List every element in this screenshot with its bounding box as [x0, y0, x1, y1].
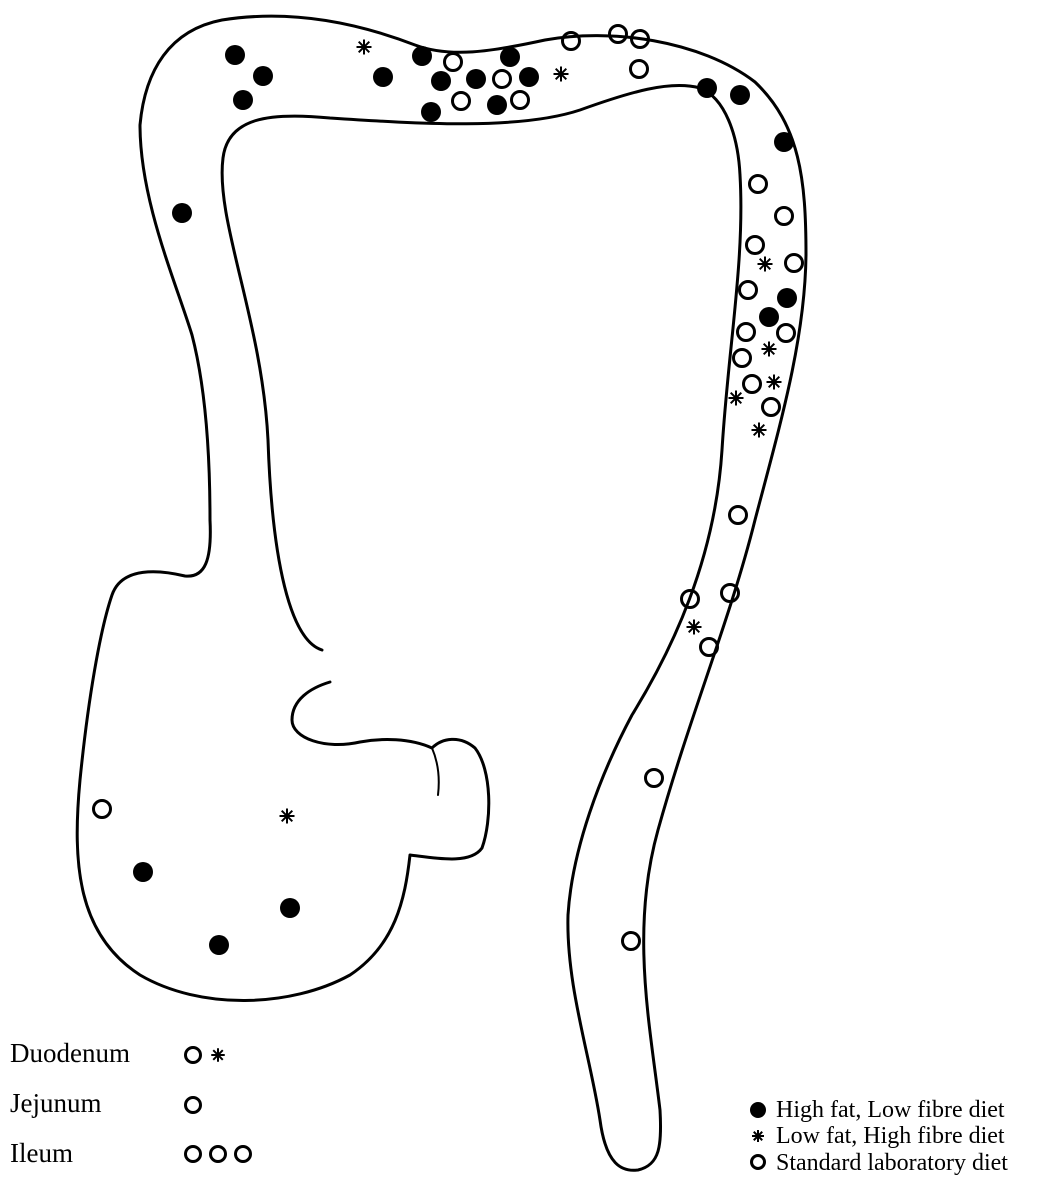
marker-standard-28 — [786, 255, 803, 272]
region-marker-duodenum-1 — [211, 1048, 225, 1062]
region-marker-ileum-2 — [236, 1147, 251, 1162]
marker-low-fat-high-fibre-34 — [762, 342, 777, 357]
marker-standard-29 — [740, 282, 757, 299]
marker-high-fat-low-fibre-5 — [412, 46, 432, 66]
marker-standard-15 — [512, 92, 529, 109]
marker-standard-18 — [610, 26, 627, 43]
marker-standard-25 — [776, 208, 793, 225]
marker-low-fat-high-fibre-37 — [767, 375, 782, 390]
marker-standard-33 — [778, 325, 795, 342]
marker-high-fat-low-fibre-30 — [777, 288, 797, 308]
region-marker-ileum-0 — [186, 1147, 201, 1162]
marker-high-fat-low-fibre-31 — [759, 307, 779, 327]
region-marker-duodenum-0 — [186, 1048, 201, 1063]
marker-high-fat-low-fibre-4 — [373, 67, 393, 87]
marker-high-fat-low-fibre-41 — [172, 203, 192, 223]
intestine-fold-line — [432, 748, 439, 795]
marker-high-fat-low-fibre-2 — [233, 90, 253, 110]
legend-label-low-fat-high-fibre: Low fat, High fibre diet — [776, 1123, 1005, 1149]
region-label-ileum: Ileum — [10, 1138, 73, 1168]
marker-high-fat-low-fibre-22 — [730, 85, 750, 105]
marker-high-fat-low-fibre-10 — [500, 47, 520, 67]
region-label-duodenum: Duodenum — [10, 1038, 130, 1068]
marker-low-fat-high-fibre-27 — [758, 257, 773, 272]
marker-low-fat-high-fibre-45 — [687, 620, 702, 635]
marker-low-fat-high-fibre-50 — [280, 809, 295, 824]
marker-standard-46 — [701, 639, 718, 656]
marker-standard-26 — [747, 237, 764, 254]
marker-standard-32 — [738, 324, 755, 341]
marker-standard-9 — [494, 71, 511, 88]
marker-standard-6 — [445, 54, 462, 71]
marker-low-fat-high-fibre-3 — [357, 40, 372, 55]
legend-marker-standard — [752, 1156, 765, 1169]
region-marker-layer — [186, 1048, 251, 1162]
marker-high-fat-low-fibre-21 — [697, 78, 717, 98]
legend-marker-layer — [750, 1102, 766, 1169]
legend-label-standard: Standard laboratory diet — [776, 1150, 1008, 1176]
marker-standard-49 — [94, 801, 111, 818]
marker-standard-44 — [722, 585, 739, 602]
marker-high-fat-low-fibre-0 — [225, 45, 245, 65]
region-marker-ileum-1 — [211, 1147, 226, 1162]
marker-low-fat-high-fibre-40 — [752, 423, 767, 438]
marker-high-fat-low-fibre-8 — [466, 69, 486, 89]
marker-high-fat-low-fibre-7 — [431, 71, 451, 91]
marker-standard-39 — [763, 399, 780, 416]
legend-marker-low-fat-high-fibre — [752, 1130, 764, 1142]
marker-high-fat-low-fibre-52 — [280, 898, 300, 918]
region-marker-jejunum-0 — [186, 1098, 201, 1113]
marker-low-fat-high-fibre-38 — [729, 391, 744, 406]
marker-high-fat-low-fibre-51 — [133, 862, 153, 882]
legend: High fat, Low fibre diet Low fat, High f… — [750, 1097, 1008, 1176]
marker-standard-47 — [646, 770, 663, 787]
marker-standard-48 — [623, 933, 640, 950]
marker-high-fat-low-fibre-13 — [421, 102, 441, 122]
marker-high-fat-low-fibre-14 — [487, 95, 507, 115]
region-label-jejunum: Jejunum — [10, 1088, 102, 1118]
marker-layer — [94, 26, 803, 956]
marker-high-fat-low-fibre-53 — [209, 935, 229, 955]
marker-standard-20 — [631, 61, 648, 78]
marker-high-fat-low-fibre-1 — [253, 66, 273, 86]
marker-high-fat-low-fibre-11 — [519, 67, 539, 87]
marker-standard-36 — [744, 376, 761, 393]
region-key: Duodenum Jejunum Ileum — [10, 1038, 251, 1168]
marker-low-fat-high-fibre-16 — [554, 67, 569, 82]
marker-standard-12 — [453, 93, 470, 110]
marker-standard-42 — [730, 507, 747, 524]
legend-label-high-fat-low-fibre: High fat, Low fibre diet — [776, 1097, 1005, 1123]
marker-high-fat-low-fibre-23 — [774, 132, 794, 152]
legend-marker-high-fat-low-fibre — [750, 1102, 766, 1118]
marker-standard-24 — [750, 176, 767, 193]
marker-standard-35 — [734, 350, 751, 367]
